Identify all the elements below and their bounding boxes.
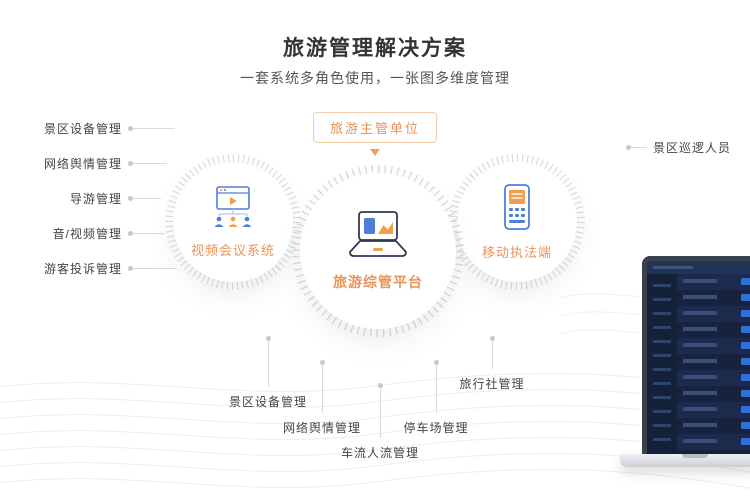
connector-dot xyxy=(433,360,439,365)
left-label-opinion-mgmt: 网络舆情管理 xyxy=(24,156,167,171)
bottom-label-device-mgmt: 景区设备管理 xyxy=(213,336,323,410)
page-title: 旅游管理解决方案 xyxy=(283,37,467,60)
connector-line xyxy=(133,268,177,269)
connector-dot xyxy=(489,336,495,341)
connector-dot xyxy=(377,383,383,388)
connector-line xyxy=(631,147,647,148)
circle-video-conference: 视频会议系统 xyxy=(165,154,301,290)
right-label-patrol-staff: 景区巡逻人员 xyxy=(626,140,731,155)
connector-dot xyxy=(128,196,133,201)
connector-dot xyxy=(128,231,133,236)
laptop-chart-icon xyxy=(344,210,412,265)
handheld-terminal-icon xyxy=(499,183,535,235)
connector-dot xyxy=(319,360,325,365)
left-label-device-mgmt: 景区设备管理 xyxy=(24,121,175,136)
connector-dot xyxy=(128,161,133,166)
bottom-label-parking-mgmt: 停车场管理 xyxy=(381,360,491,436)
circle-mobile-enforcement: 移动执法端 xyxy=(449,154,585,290)
mockup-topbar xyxy=(647,261,750,274)
connector-dot xyxy=(128,266,133,271)
bottom-label-travel-agency-mgmt: 旅行社管理 xyxy=(437,336,547,392)
mockup-content xyxy=(677,274,750,454)
bottom-label-opinion-mgmt: 网络舆情管理 xyxy=(267,360,377,436)
circle-label-mobile: 移动执法端 xyxy=(481,244,552,260)
connector-dot xyxy=(265,336,271,341)
left-label-av-mgmt: 音/视频管理 xyxy=(24,226,165,241)
connector-line xyxy=(435,365,437,413)
circle-platform: 旅游综管平台 xyxy=(292,165,464,337)
connector-line xyxy=(491,341,493,369)
bottom-label-traffic-mgmt: 车流人流管理 xyxy=(325,383,435,461)
connector-line xyxy=(321,365,323,413)
hub-badge: 旅游主管单位 xyxy=(312,112,438,143)
connector-line xyxy=(379,388,381,438)
connector-dot xyxy=(626,145,631,150)
video-conference-icon xyxy=(209,185,257,233)
left-label-complaint-mgmt: 游客投诉管理 xyxy=(24,261,177,276)
laptop-mockup-screen xyxy=(642,256,750,454)
circle-label-platform: 旅游综管平台 xyxy=(333,274,423,290)
down-arrow-icon xyxy=(370,149,380,156)
left-label-guide-mgmt: 导游管理 xyxy=(24,191,161,206)
connector-line xyxy=(133,198,161,199)
connector-line xyxy=(133,233,165,234)
page-subtitle: 一套系统多角色使用，一张图多维度管理 xyxy=(240,70,510,86)
connector-dot xyxy=(128,126,133,131)
laptop-mockup-base xyxy=(620,454,750,467)
circle-label-video: 视频会议系统 xyxy=(190,242,275,258)
mockup-sidebar xyxy=(647,274,677,454)
connector-line xyxy=(133,163,167,164)
connector-line xyxy=(267,341,269,387)
background-contour-lines xyxy=(0,293,750,489)
connector-line xyxy=(133,128,175,129)
